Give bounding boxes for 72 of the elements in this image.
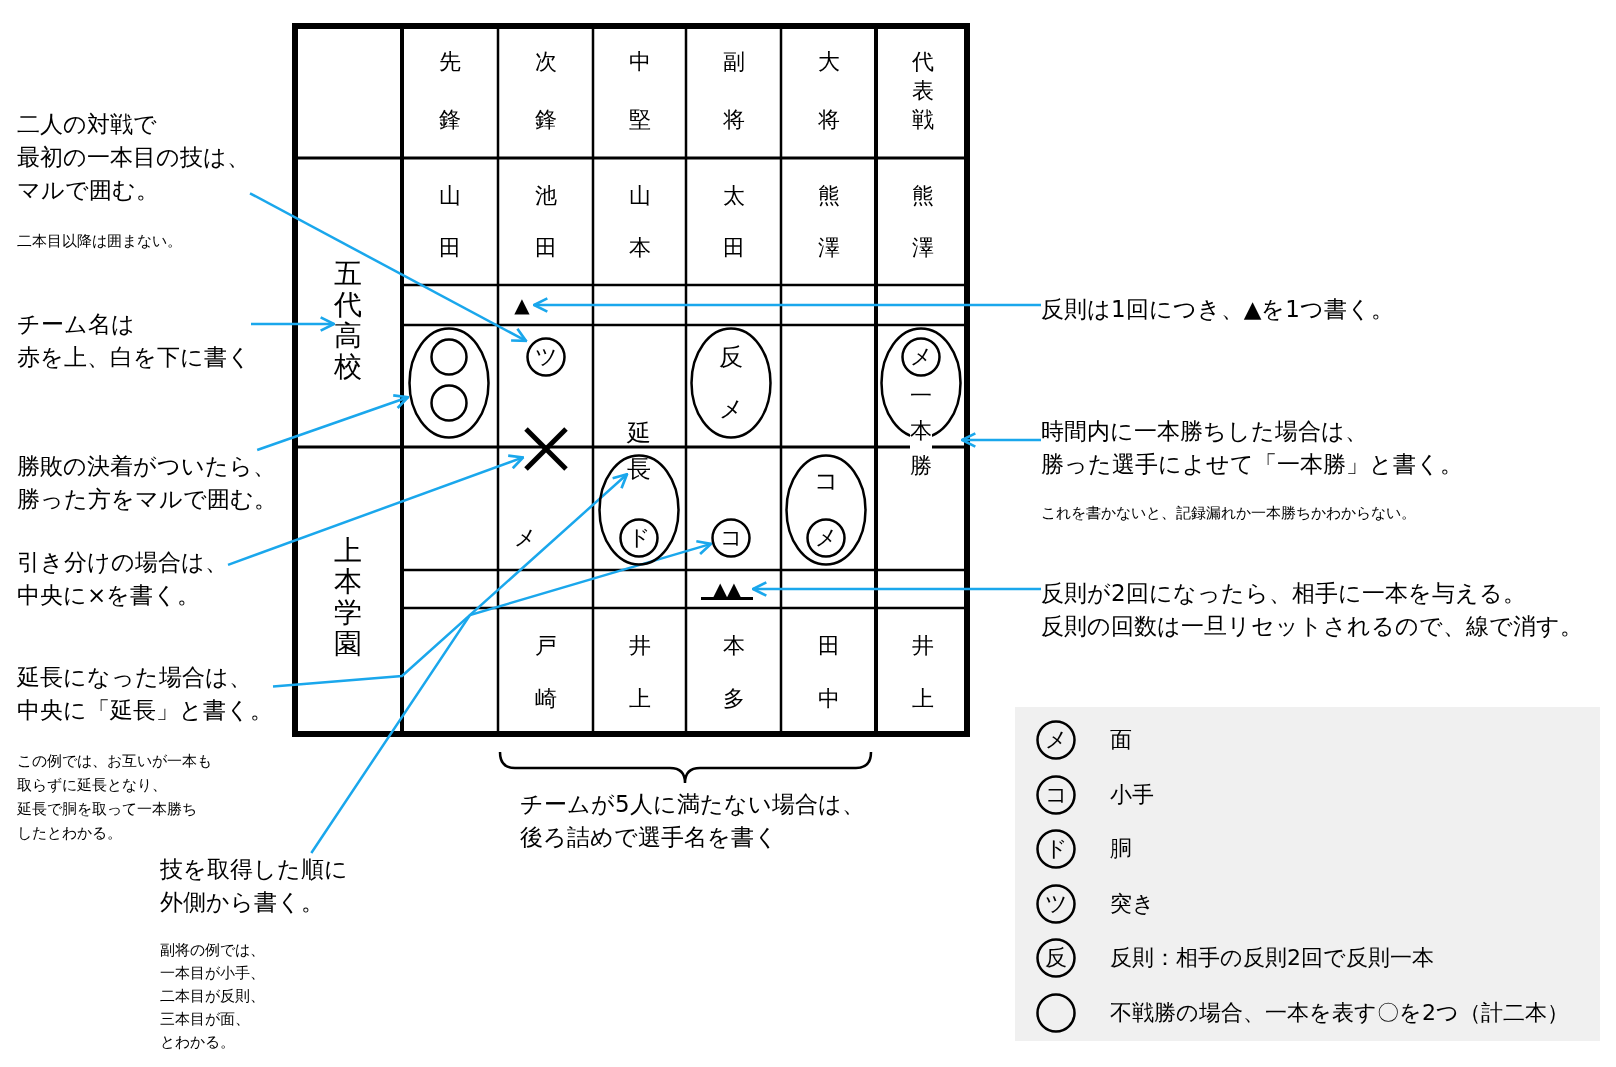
circled-letter: コ: [1036, 775, 1076, 815]
legend-text: 不戦勝の場合、一本を表す〇を2つ（計二本）: [1110, 1002, 1569, 1024]
penalty-mark: ▲: [510, 293, 534, 317]
leader-arrow: [251, 316, 336, 332]
legend-text: 突き: [1110, 893, 1155, 915]
circle-mark: [430, 384, 468, 422]
legend-text: 面: [1110, 729, 1132, 751]
leader-arrow: [751, 581, 1041, 597]
player-name: 田中: [817, 632, 840, 713]
player-name: 井上: [628, 632, 651, 713]
note-text: この例では、お互いが一本も取らずに延長となり、延長で胴を取って一本勝ちしたとわかる。: [17, 752, 213, 843]
player-name: 山本: [628, 182, 651, 262]
mark-text: コ: [813, 467, 839, 495]
player-name: 太田: [722, 182, 745, 262]
column-header: 先鋒: [439, 48, 461, 134]
leader-arrow: [249, 192, 528, 343]
note-text: これを書かないと、記録漏れか一本勝ちかわからない。: [1041, 504, 1417, 523]
annotation-text: 勝敗の決着がついたら、勝った方をマルで囲む。: [17, 450, 277, 516]
ellipse-outline: [408, 327, 490, 439]
circled-letter: メ: [806, 518, 846, 558]
player-name: 熊澤: [912, 182, 934, 262]
annotation-text: 反則は1回につき、▲を1つ書く。: [1041, 293, 1394, 326]
circled-letter: ド: [1036, 829, 1076, 869]
circled-letter: ツ: [1036, 884, 1076, 924]
annotation-text: 反則が2回になったら、相手に一本を与える。反則の回数は一旦リセットされるので、線で消す。: [1041, 577, 1583, 643]
column-header: 中堅: [628, 48, 651, 134]
note-text: 副将の例では、一本目が小手、二本目が反則、三本目が面、とわかる。: [160, 941, 266, 1052]
player-name: 戸崎: [534, 632, 557, 713]
circled-letter: ツ: [526, 337, 566, 377]
circle-mark: [430, 338, 468, 376]
column-header: 大将: [817, 48, 840, 134]
annotation-text: チームが5人に満たない場合は、後ろ詰めで選手名を書く: [520, 790, 865, 852]
column-header: 代表戦: [912, 48, 934, 134]
mark-text: メ: [718, 395, 744, 423]
score-mark: メ: [513, 527, 537, 549]
circled-letter: 反: [1036, 938, 1076, 978]
leader-arrow: [256, 394, 410, 452]
leader-arrow: [272, 472, 629, 688]
player-name: 池田: [534, 182, 557, 262]
player-name: 熊澤: [817, 182, 840, 262]
player-name: 本多: [722, 632, 745, 713]
ellipse-outline: [785, 454, 867, 566]
team-name: 上本学園: [334, 535, 362, 659]
note-text: 二本目以降は囲まない。: [17, 232, 183, 251]
legend-text: 胴: [1110, 838, 1132, 860]
score-note: 延長: [627, 415, 651, 487]
annotation-text: 技を取得した順に外側から書く。: [160, 855, 348, 917]
leader-arrow: [532, 297, 1041, 313]
legend-text: 小手: [1110, 784, 1154, 806]
leader-arrow: [310, 539, 713, 854]
ellipse-outline: [598, 454, 680, 566]
column-header: 次鋒: [534, 48, 557, 134]
cross-mark: [523, 426, 569, 472]
annotation-text: 引き分けの場合は、中央に×を書く。: [17, 546, 228, 612]
circled-letter: メ: [901, 337, 941, 377]
player-name: 山田: [439, 182, 461, 262]
team-name: 五代高校: [334, 258, 362, 382]
annotation-text: 二人の対戦で最初の一本目の技は、マルで囲む。: [17, 110, 250, 205]
circled-letter: コ: [711, 518, 751, 558]
circled-letter: ド: [619, 518, 659, 558]
circled-letter: メ: [1036, 720, 1076, 760]
legend-text: 反則：相手の反則2回で反則一本: [1110, 947, 1434, 969]
circle-mark: [1036, 993, 1076, 1033]
leader-arrow: [960, 432, 1041, 448]
ellipse-outline: [690, 327, 772, 439]
annotation-text: 時間内に一本勝ちした場合は、勝った選手によせて「一本勝」と書く。: [1041, 417, 1463, 479]
column-header: 副将: [722, 48, 745, 134]
mark-text: 反: [719, 343, 743, 371]
annotation-text: チーム名は赤を上、白を下に書く: [17, 308, 251, 374]
player-name: 井上: [912, 632, 934, 713]
annotation-text: 延長になった場合は、中央に「延長」と書く。: [17, 663, 273, 725]
leader-arrow: [227, 454, 525, 566]
